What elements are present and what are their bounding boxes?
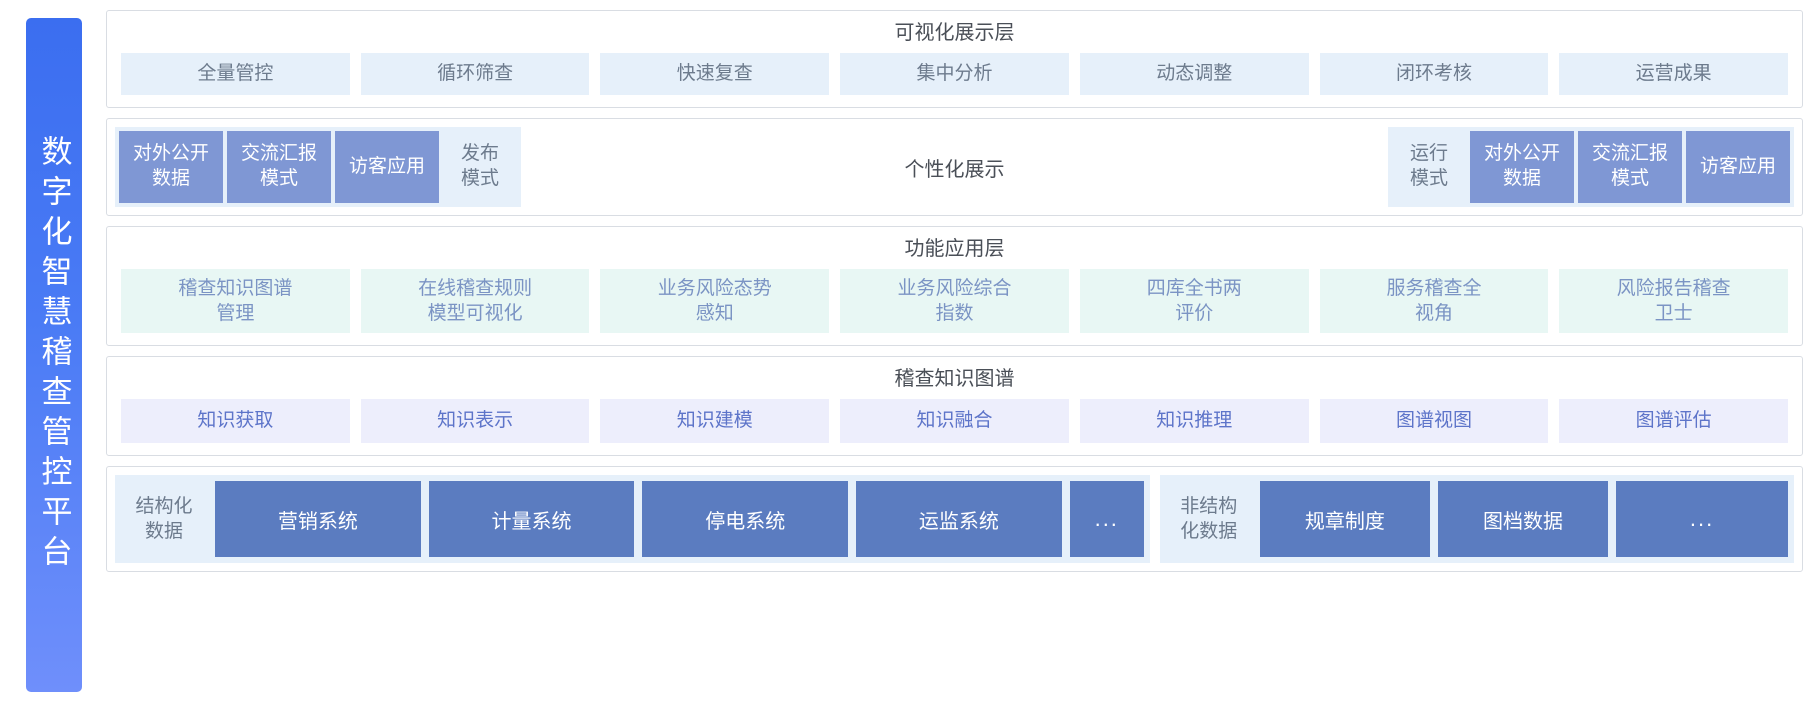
mode-right-3[interactable]: 访客应用 <box>1686 131 1790 203</box>
layer-visualization: 可视化展示层 全量管控 循环筛查 快速复查 集中分析 动态调整 闭环考核 运营成… <box>106 10 1803 108</box>
platform-title: 数字化智慧稽查管控平台 <box>36 135 72 575</box>
modes-group-runtime: 运行 模式 对外公开 数据 交流汇报 模式 访客应用 <box>1388 127 1794 207</box>
mode-left-0[interactable]: 对外公开 数据 <box>119 131 223 203</box>
mode-right-1[interactable]: 对外公开 数据 <box>1470 131 1574 203</box>
vis-item-6[interactable]: 运营成果 <box>1559 53 1789 95</box>
graph-item-4[interactable]: 知识推理 <box>1079 399 1309 443</box>
layer-modes: 对外公开 数据 交流汇报 模式 访客应用 发布 模式 个性化展示 运行 模式 对… <box>106 118 1803 216</box>
mode-right-0: 运行 模式 <box>1409 143 1448 189</box>
structured-item-more[interactable]: ... <box>1069 481 1144 557</box>
vis-item-5[interactable]: 闭环考核 <box>1319 53 1549 95</box>
graph-item-0[interactable]: 知识获取 <box>121 399 350 443</box>
graph-item-6[interactable]: 图谱评估 <box>1559 399 1789 443</box>
graph-item-2[interactable]: 知识建模 <box>600 399 830 443</box>
mode-left-2[interactable]: 访客应用 <box>335 131 439 203</box>
data-group-structured: 结构化 数据 营销系统 计量系统 停电系统 运监系统 ... <box>115 475 1150 563</box>
mode-left-1[interactable]: 交流汇报 模式 <box>227 131 331 203</box>
graph-item-5[interactable]: 图谱视图 <box>1319 399 1549 443</box>
unstructured-item-0[interactable]: 规章制度 <box>1259 481 1430 557</box>
func-item-2[interactable]: 业务风险态势 感知 <box>600 269 830 333</box>
func-item-4[interactable]: 四库全书两 评价 <box>1079 269 1309 333</box>
vis-item-2[interactable]: 快速复查 <box>600 53 830 95</box>
structured-item-3[interactable]: 运监系统 <box>856 481 1062 557</box>
modes-group-publish: 对外公开 数据 交流汇报 模式 访客应用 发布 模式 <box>115 127 521 207</box>
graph-item-1[interactable]: 知识表示 <box>360 399 590 443</box>
modes-band: 对外公开 数据 交流汇报 模式 访客应用 发布 模式 个性化展示 运行 模式 对… <box>115 127 1794 207</box>
structured-data-label: 结构化 数据 <box>135 495 193 542</box>
modes-center-label: 个性化展示 <box>521 127 1388 207</box>
func-item-6[interactable]: 风险报告稽查 卫士 <box>1559 269 1789 333</box>
vis-item-0[interactable]: 全量管控 <box>121 53 350 95</box>
mode-right-2[interactable]: 交流汇报 模式 <box>1578 131 1682 203</box>
layer-visualization-items: 全量管控 循环筛查 快速复查 集中分析 动态调整 闭环考核 运营成果 <box>107 53 1802 107</box>
structured-item-2[interactable]: 停电系统 <box>642 481 849 557</box>
layer-knowledge-graph-title: 稽查知识图谱 <box>894 368 1015 390</box>
layer-function-title: 功能应用层 <box>904 238 1005 260</box>
unstructured-data-label: 非结构 化数据 <box>1180 495 1238 542</box>
layer-function: 功能应用层 稽查知识图谱 管理 在线稽查规则 模型可视化 业务风险态势 感知 业… <box>106 226 1803 346</box>
layer-knowledge-graph-items: 知识获取 知识表示 知识建模 知识融合 知识推理 图谱视图 图谱评估 <box>107 399 1802 455</box>
unstructured-item-more[interactable]: ... <box>1616 481 1789 557</box>
platform-title-bar: 数字化智慧稽查管控平台 <box>26 18 82 692</box>
layer-function-items: 稽查知识图谱 管理 在线稽查规则 模型可视化 业务风险态势 感知 业务风险综合 … <box>107 269 1802 345</box>
layer-knowledge-graph: 稽查知识图谱 知识获取 知识表示 知识建模 知识融合 知识推理 图谱视图 图谱评… <box>106 356 1803 456</box>
vis-item-4[interactable]: 动态调整 <box>1079 53 1309 95</box>
unstructured-item-1[interactable]: 图档数据 <box>1437 481 1609 557</box>
vis-item-3[interactable]: 集中分析 <box>840 53 1069 95</box>
graph-item-3[interactable]: 知识融合 <box>840 399 1069 443</box>
layer-data-sources: 结构化 数据 营销系统 计量系统 停电系统 运监系统 ... 非结构 化数据 规… <box>106 466 1803 572</box>
layer-visualization-title: 可视化展示层 <box>894 22 1015 44</box>
structured-item-0[interactable]: 营销系统 <box>215 481 421 557</box>
func-item-5[interactable]: 服务稽查全 视角 <box>1319 269 1549 333</box>
func-item-1[interactable]: 在线稽查规则 模型可视化 <box>360 269 590 333</box>
mode-left-3: 发布 模式 <box>460 143 499 189</box>
data-group-unstructured: 非结构 化数据 规章制度 图档数据 ... <box>1159 475 1794 563</box>
layer-stack: 可视化展示层 全量管控 循环筛查 快速复查 集中分析 动态调整 闭环考核 运营成… <box>106 10 1803 700</box>
vis-item-1[interactable]: 循环筛查 <box>360 53 590 95</box>
structured-item-1[interactable]: 计量系统 <box>428 481 635 557</box>
func-item-0[interactable]: 稽查知识图谱 管理 <box>121 269 350 333</box>
func-item-3[interactable]: 业务风险综合 指数 <box>840 269 1069 333</box>
